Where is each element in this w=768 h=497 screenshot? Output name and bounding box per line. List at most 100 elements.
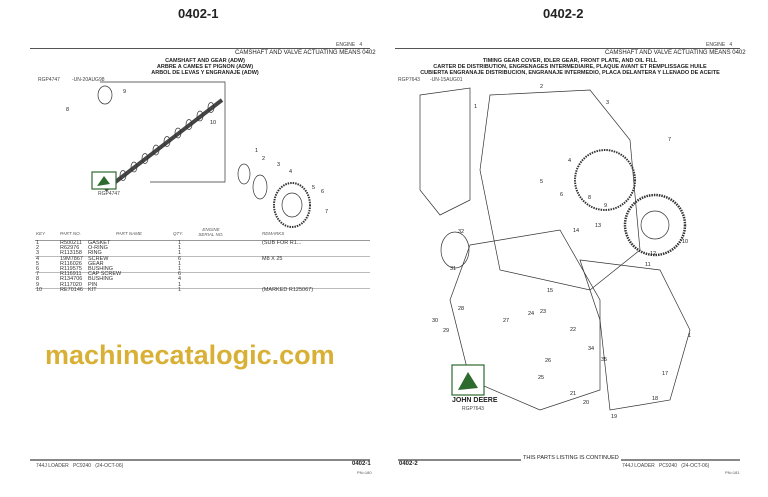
cell-key: 2 xyxy=(36,245,40,252)
cell-key: 10 xyxy=(36,286,43,293)
callout-number: 10 xyxy=(210,120,216,126)
cell-name: CAP SCREW xyxy=(88,271,122,278)
footer-sub: PN=181 xyxy=(725,470,740,475)
callout-number: 28 xyxy=(458,306,464,312)
gear-hub xyxy=(281,192,303,218)
logo-caption: RGP4747 xyxy=(98,191,120,197)
callout-number: 18 xyxy=(652,396,658,402)
cam-lobe xyxy=(174,127,182,139)
deer-icon xyxy=(97,176,110,186)
footer-page-number: 0402-1 xyxy=(352,461,371,467)
cell-qty: 1 xyxy=(178,260,182,267)
crank-gear xyxy=(623,193,687,257)
callout-number: 22 xyxy=(570,327,576,333)
seal-part xyxy=(440,231,470,269)
cell-qty: 1 xyxy=(178,286,182,293)
gasket-part xyxy=(237,163,251,185)
section-heading: TIMING GEAR COVER, IDLER GEAR, FRONT PLA… xyxy=(420,58,720,76)
cam-lobe xyxy=(163,136,171,147)
col-remarks: REMARKS xyxy=(262,231,285,236)
cell-qty: 1 xyxy=(178,250,182,257)
cam-lobe xyxy=(185,119,193,130)
callout-number: 1 xyxy=(474,104,477,110)
callout-number: 3 xyxy=(606,100,609,106)
col-key: KEY xyxy=(36,231,46,236)
callout-number: 26 xyxy=(545,358,551,364)
footer-left: 744J LOADER PC9240 (24-OCT-06) xyxy=(36,463,124,469)
idler-gear xyxy=(574,149,636,211)
callout-number: 24 xyxy=(528,311,534,317)
cell-qty: 4 xyxy=(178,276,182,283)
callout-number: 31 xyxy=(450,266,456,272)
callout-number: 13 xyxy=(595,223,601,229)
callout-number: 8 xyxy=(66,107,69,113)
col-serial: ENGINE SERIAL NO. xyxy=(198,227,224,237)
footer-sub: PN=180 xyxy=(357,470,372,475)
front-plate-large xyxy=(479,89,641,291)
callout-number: 9 xyxy=(604,203,607,209)
callout-number: 27 xyxy=(503,318,509,324)
callout-number: 17 xyxy=(662,371,668,377)
cell-remarks: M8 X 25 xyxy=(262,255,283,262)
cell-part-no: R116026 xyxy=(60,260,82,267)
footer-right: 744J LOADER PC9240 (24-OCT-06) xyxy=(622,463,710,469)
watermark-link[interactable]: machinecatalogic.com xyxy=(45,340,335,370)
cell-qty: 6 xyxy=(178,255,182,262)
callout-number: 29 xyxy=(443,328,449,334)
camshaft xyxy=(103,98,224,192)
footer-page-number: 0402-2 xyxy=(399,461,418,467)
cell-part-no: R500211 xyxy=(60,240,82,246)
cell-name: PIN xyxy=(88,281,98,288)
group-title: CAMSHAFT AND VALVE ACTUATING MEANS 0402 xyxy=(235,50,376,56)
timing-gear-cover xyxy=(449,229,601,411)
callout-number: 35 xyxy=(601,357,607,363)
cell-part-no: R117020 xyxy=(60,281,82,288)
cam-lobe xyxy=(130,161,138,173)
camshaft-frame xyxy=(100,81,226,183)
logo-caption: RGP7643 xyxy=(462,406,484,412)
callout-number: 8 xyxy=(588,195,591,201)
cam-lobe xyxy=(207,102,215,113)
callout-number: 6 xyxy=(560,192,563,198)
callout-number: 20 xyxy=(583,400,589,406)
cam-lobe xyxy=(152,144,160,156)
cell-qty: 1 xyxy=(178,245,182,252)
illustration-code: -UN-20AUG98 xyxy=(72,77,105,83)
callout-number: 5 xyxy=(540,179,543,185)
callout-number: 1 xyxy=(688,333,691,339)
bushing-part xyxy=(97,85,113,105)
callout-number: 34 xyxy=(588,346,594,352)
cell-qty: 1 xyxy=(178,281,182,288)
cell-name: SCREW xyxy=(88,255,109,262)
cell-remarks: (MARKED R125067) xyxy=(262,286,314,293)
section-label: ENGINE 4 xyxy=(706,42,733,48)
cell-key: 4 xyxy=(36,255,40,262)
cell-qty: 6 xyxy=(178,271,182,278)
callout-number: 2 xyxy=(262,156,265,162)
callout-number: 25 xyxy=(538,375,544,381)
cell-key: 8 xyxy=(36,276,40,283)
callout-number: 3 xyxy=(277,162,280,168)
cell-part-no: RE70146 xyxy=(60,286,83,293)
logo-text: JOHN DEERE xyxy=(452,397,498,404)
cell-part-no: R116911 xyxy=(60,271,82,278)
deer-icon xyxy=(458,372,478,390)
callout-number: 7 xyxy=(668,137,671,143)
illustration-id: RGP7643 xyxy=(398,77,420,83)
callout-number: 11 xyxy=(645,262,651,268)
callout-number: 32 xyxy=(458,229,464,235)
o-ring-part xyxy=(252,174,268,200)
gear-hub xyxy=(640,210,670,240)
group-title: CAMSHAFT AND VALVE ACTUATING MEANS 0402 xyxy=(605,50,746,56)
callout-number: 30 xyxy=(432,318,438,324)
cell-part-no: R134706 xyxy=(60,276,83,283)
page-title: 0402-1 xyxy=(178,6,219,21)
callout-number: 4 xyxy=(289,169,292,175)
callout-number: 12 xyxy=(650,251,656,257)
cover-plate xyxy=(579,259,691,411)
callout-number: 7 xyxy=(325,209,328,215)
illustration-id: RGP4747 xyxy=(38,77,60,83)
callout-number: 14 xyxy=(573,228,579,234)
